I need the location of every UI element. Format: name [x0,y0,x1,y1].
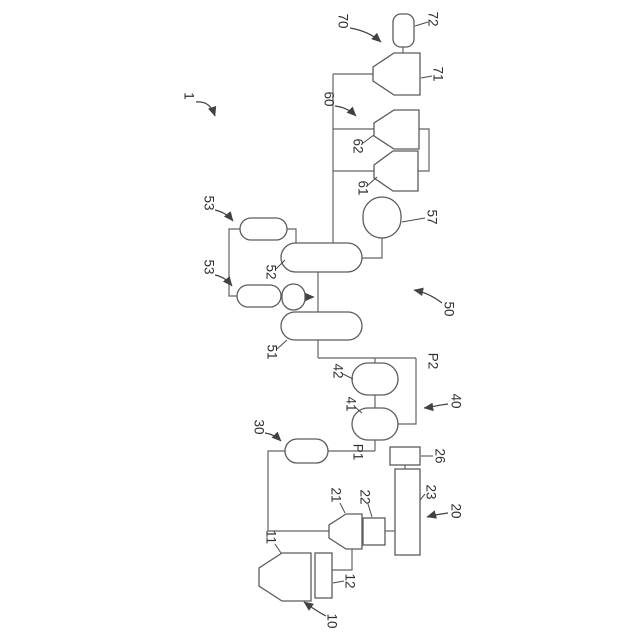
reactor-52 [280,242,363,273]
arrow-53b [214,274,233,287]
leader-42 [342,373,354,380]
pipe-30-to-21 [267,450,329,532]
label-23: 23 [424,484,439,499]
leader-12 [332,580,345,584]
arrow-20 [426,510,449,519]
leader-61 [367,176,378,186]
pipe-p2-line [398,358,417,425]
label-system-1: 1 [182,92,197,100]
label-21: 21 [329,487,344,502]
hopper-21 [328,513,363,550]
leader-72 [414,21,429,27]
hopper-61 [373,150,419,192]
arrow-system-1 [195,101,217,117]
leader-41 [354,406,363,414]
arrow-60 [334,105,357,117]
label-62: 62 [351,138,366,153]
arrow-70 [349,27,382,43]
label-57: 57 [425,209,440,224]
pipe-57-to-52 [362,238,383,259]
leader-62 [362,134,375,144]
label-p2: P2 [426,353,441,370]
label-72: 72 [426,11,441,26]
reference-numerals-layer: 1 70 72 71 60 62 61 53 57 52 53 50 51 42… [182,11,464,628]
label-20: 20 [449,503,464,518]
label-11: 11 [264,530,279,544]
leader-lines-layer [274,21,433,584]
label-53a: 53 [202,195,217,210]
equipment-layer [236,13,421,602]
condenser-53b [236,284,282,308]
leader-57 [401,217,426,223]
vessel-42 [351,362,399,396]
leader-23 [419,493,426,501]
label-22: 22 [358,489,373,504]
label-30: 30 [252,419,267,434]
label-41: 41 [344,396,359,411]
reactor-51 [280,311,363,341]
small-vessel [281,283,306,311]
vessel-30 [284,438,329,464]
vessel-41 [351,407,399,441]
arrow-10 [303,601,327,617]
label-70: 70 [336,13,351,28]
label-12: 12 [343,573,358,588]
vessel-57 [362,196,402,239]
label-40: 40 [449,393,464,408]
arrow-40 [423,402,449,412]
reference-arrows-layer [195,27,449,617]
arrow-53a [214,209,234,222]
vessel-72 [392,13,415,48]
label-53b: 53 [202,259,217,274]
label-71: 71 [431,66,446,81]
leader-71 [420,75,433,79]
label-42: 42 [331,363,346,378]
unit-26 [389,446,421,466]
leader-51 [276,339,288,350]
pipe-61-62-bracket [418,128,430,172]
label-p1: P1 [351,444,366,461]
pipe-12-to-21 [332,549,353,571]
label-52: 52 [264,264,279,279]
label-51: 51 [265,344,280,359]
unit-22 [362,517,386,546]
pipe-53a-to-52 [287,228,297,243]
hopper-62 [373,109,420,150]
hopper-11 [258,552,312,602]
pipes-layer [228,47,430,571]
label-61: 61 [356,180,371,195]
leader-11 [274,543,282,554]
label-50: 50 [442,301,457,316]
label-10: 10 [325,613,340,628]
hopper-71 [372,52,421,96]
unit-12 [314,552,333,599]
label-26: 26 [433,448,448,463]
leader-52 [275,259,286,270]
condenser-53a [239,217,288,241]
pipe-53a-to-53b [228,228,240,297]
arrow-50 [413,287,443,304]
arrow-30 [264,431,282,442]
leader-22 [367,503,373,518]
leader-21 [339,502,346,514]
label-60: 60 [322,91,337,106]
column-23 [394,468,421,556]
